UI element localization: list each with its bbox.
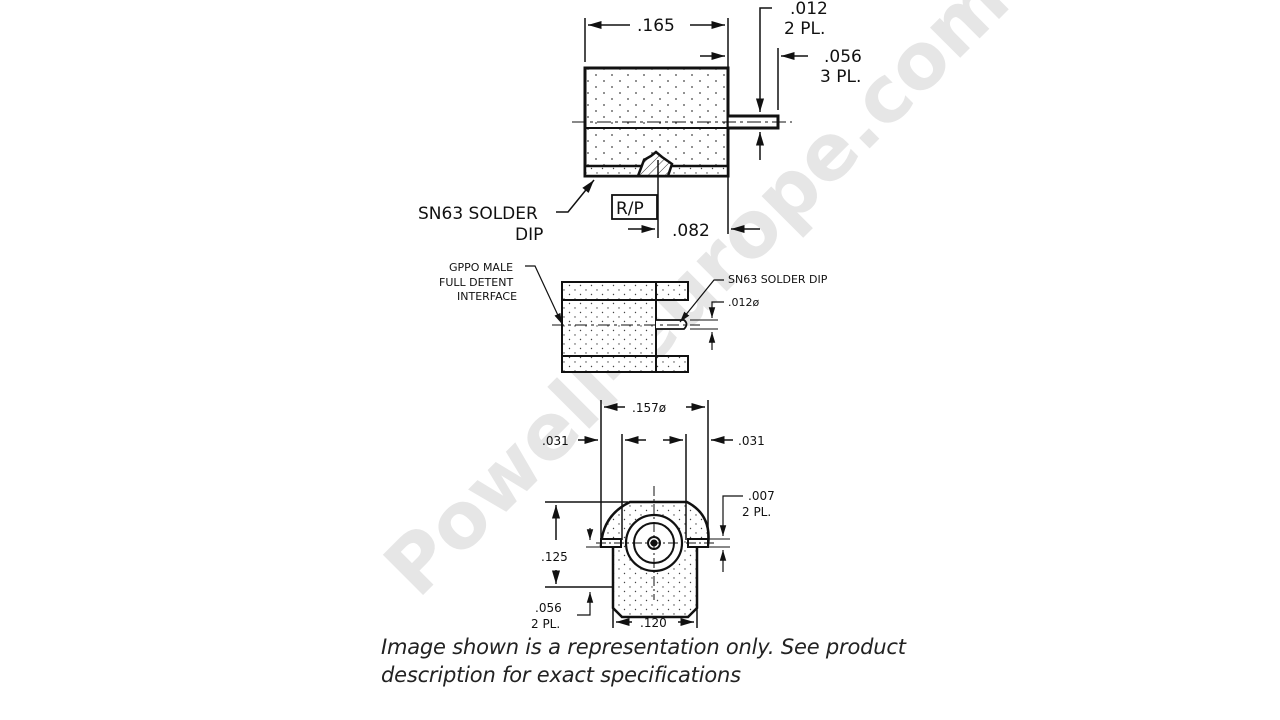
disclaimer-caption: Image shown is a representation only. Se… (381, 633, 941, 689)
dim-right-offset: .031 (738, 434, 765, 448)
solder-label-line2: DIP (515, 225, 543, 245)
side-view-text: GPPO MALE FULL DETENT INTERFACE SN63 SOL… (439, 261, 828, 309)
interface-label-line2: FULL DETENT (439, 276, 513, 289)
caption-line-2: description for exact specifications (381, 663, 741, 687)
dim-pin-length: .056 (824, 47, 862, 67)
dim-left-offset: .031 (542, 434, 569, 448)
solder-label-line1: SN63 SOLDER (418, 204, 538, 224)
dim-slot-qty: 2 PL. (742, 505, 771, 519)
dim-pin-diameter: .012 (790, 0, 828, 19)
side-view (525, 265, 724, 373)
dim-side-pin-diameter: .012ø (728, 296, 759, 309)
dim-outer-diameter: .157ø (632, 401, 666, 415)
top-view-text: .165 .012 2 PL. .056 3 PL. .082 R/P SN63… (418, 0, 862, 245)
ref-box-label: R/P (616, 199, 644, 219)
top-view (556, 7, 808, 238)
dim-ref-offset: .082 (672, 221, 710, 241)
dim-chamfer-qty: 2 PL. (531, 617, 560, 631)
dim-base-width: .120 (640, 616, 667, 630)
caption-line-1: Image shown is a representation only. Se… (381, 635, 906, 659)
interface-label-line3: INTERFACE (457, 290, 517, 303)
dim-pin-length-qty: 3 PL. (820, 67, 861, 87)
dim-body-length: .165 (637, 16, 675, 36)
solder-dip-label: SN63 SOLDER DIP (728, 273, 828, 286)
end-view-text: .157ø .031 .031 .007 2 PL. .125 .056 2 P… (531, 401, 775, 631)
interface-label-line1: GPPO MALE (449, 261, 513, 274)
dim-chamfer: .056 (535, 601, 562, 615)
dim-slot-width: .007 (748, 489, 775, 503)
dim-pin-diameter-qty: 2 PL. (784, 19, 825, 39)
end-view (545, 400, 743, 628)
dim-height: .125 (541, 550, 568, 564)
